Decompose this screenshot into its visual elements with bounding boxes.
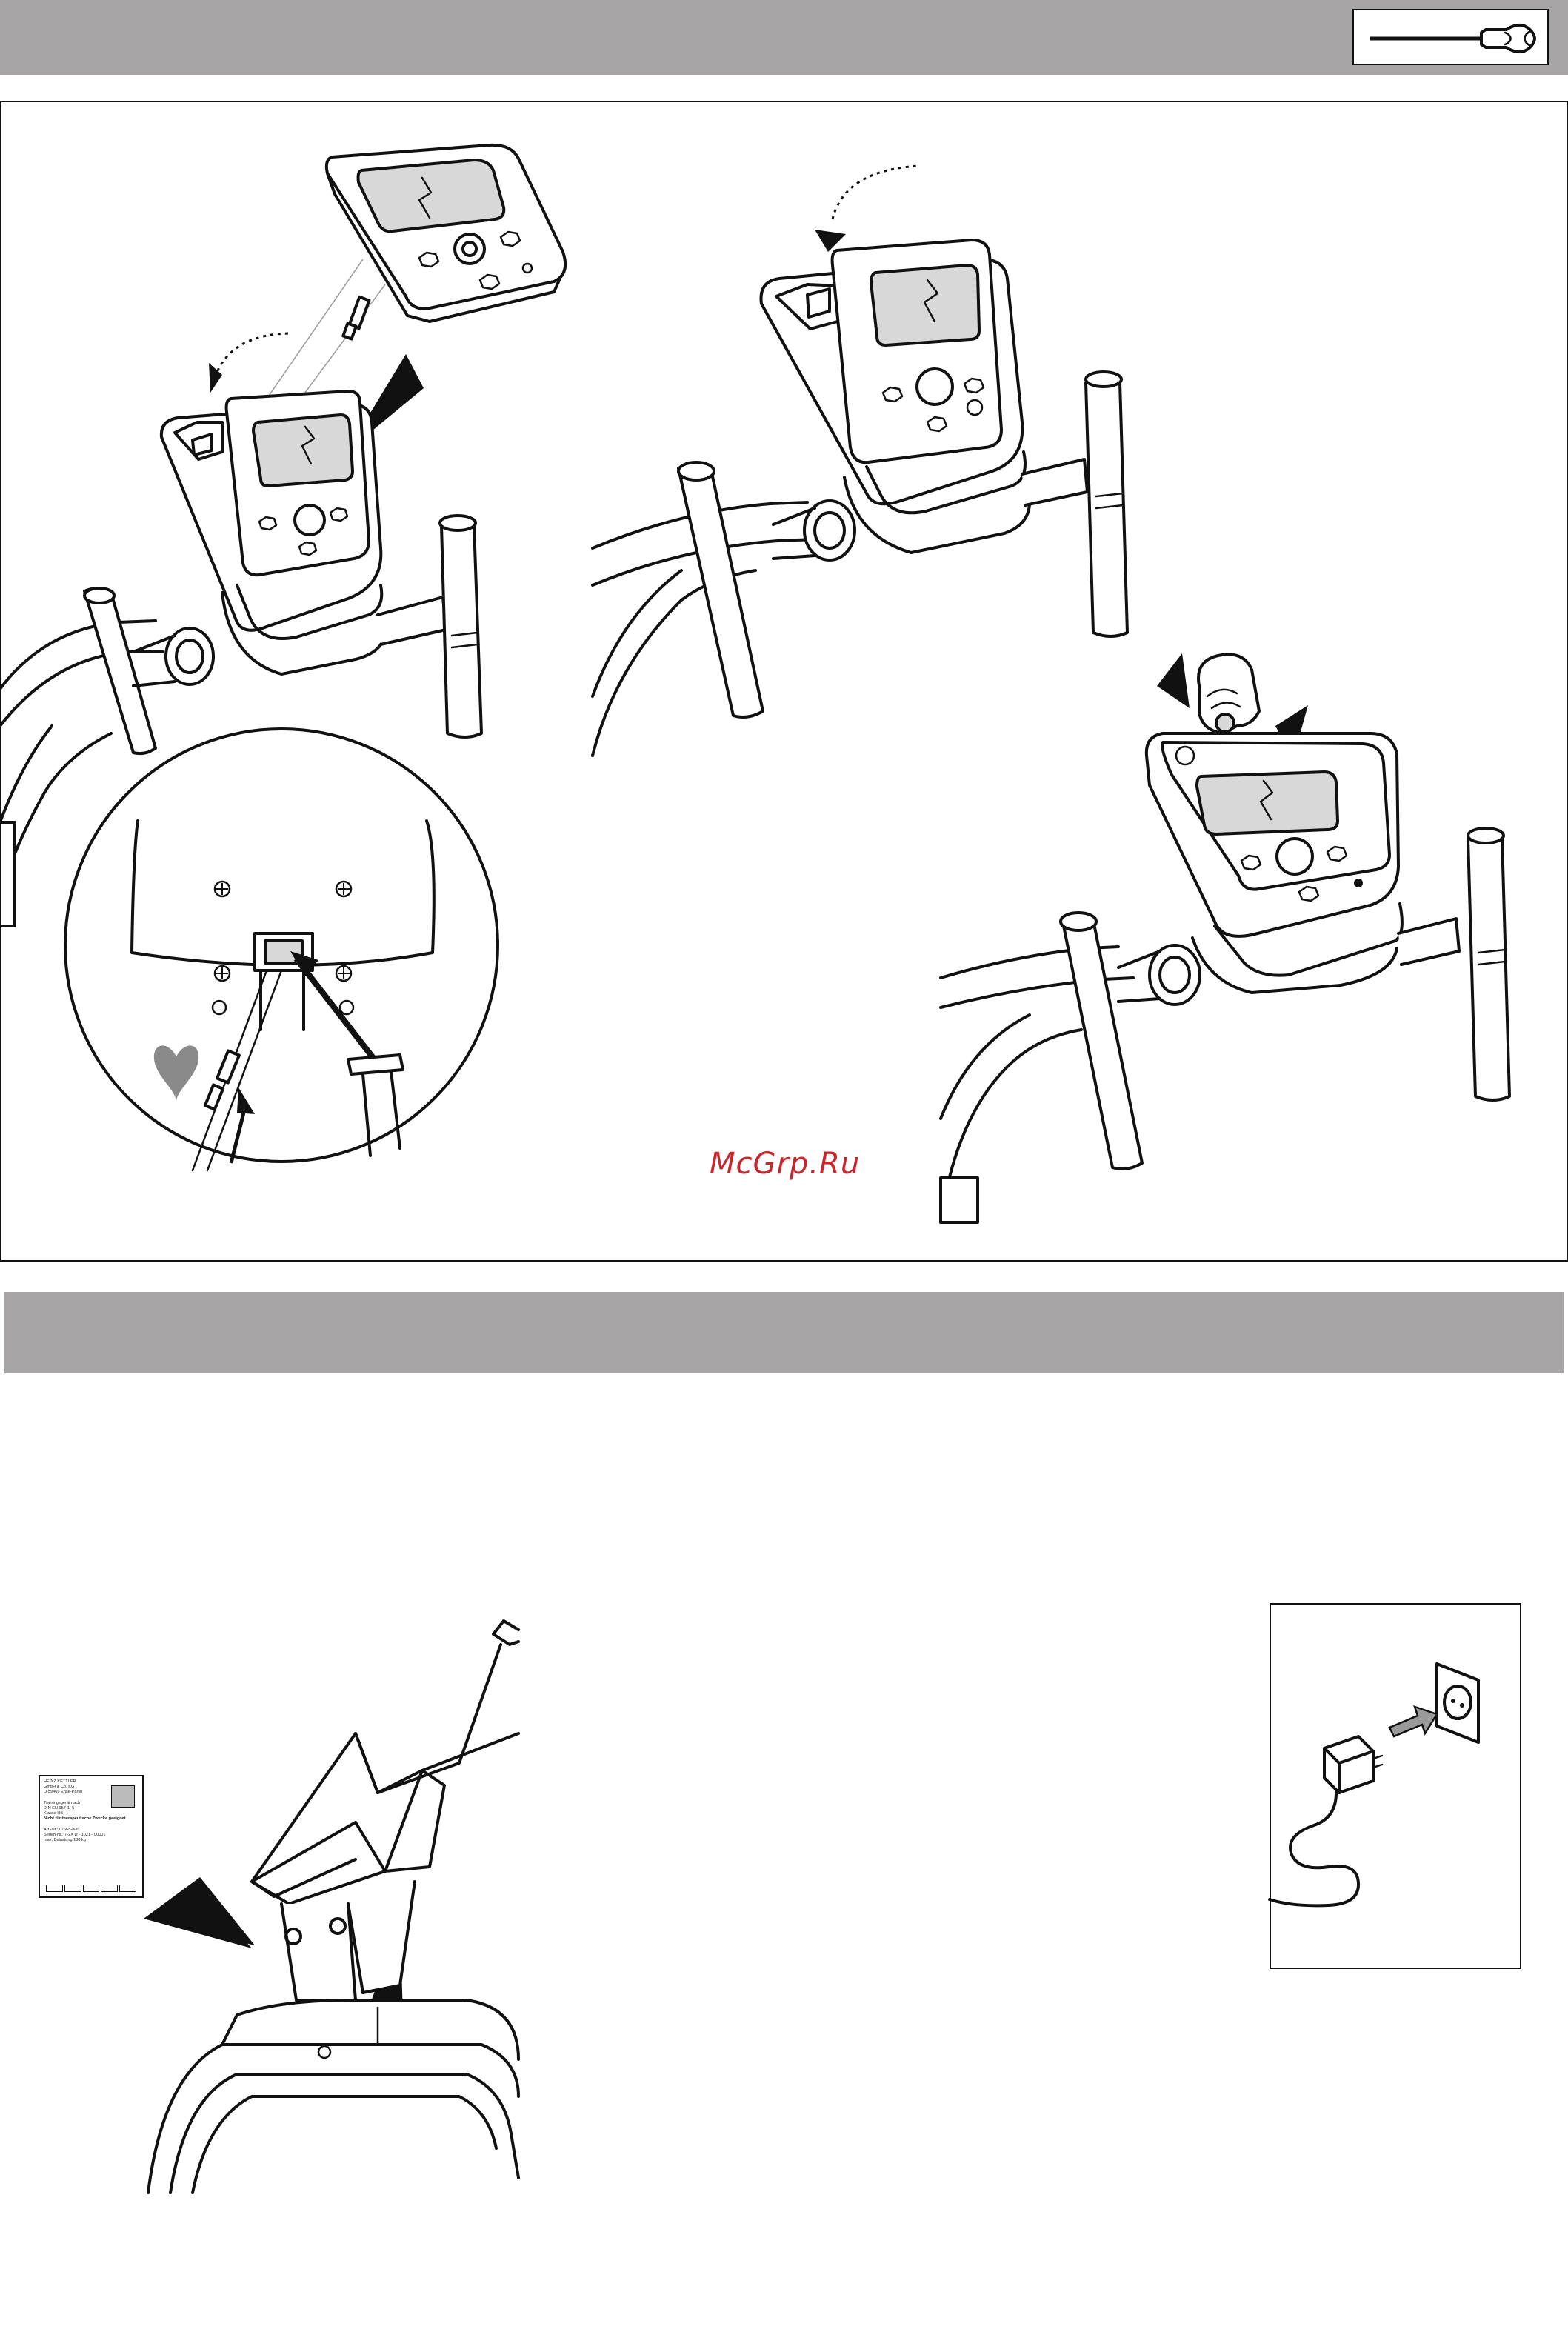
section-header-bar bbox=[4, 1292, 1564, 1373]
type-label-line bbox=[44, 1822, 139, 1828]
handlebar-right bbox=[378, 516, 481, 737]
handlebar-right bbox=[1022, 372, 1127, 636]
type-label-line: max. Belastung 130 kg bbox=[44, 1838, 139, 1843]
tool-indicator bbox=[1352, 9, 1549, 65]
zoom-detail-connector bbox=[65, 729, 498, 1170]
header-bar bbox=[0, 0, 1568, 75]
wall-socket-icon bbox=[1437, 1664, 1478, 1742]
handlebar-right bbox=[1398, 828, 1509, 1100]
handlebar-left bbox=[941, 913, 1200, 1222]
power-adapter-icon bbox=[1270, 1736, 1382, 1905]
hand-icon bbox=[1198, 654, 1259, 733]
illustration-type-label-location bbox=[133, 1615, 518, 2193]
illustration-power-connection bbox=[1270, 1603, 1521, 1969]
illustration-console-press bbox=[941, 644, 1533, 1222]
type-label-line: HEINZ KETTLER bbox=[44, 1779, 139, 1785]
handlebar-left bbox=[593, 462, 855, 756]
type-label: HEINZ KETTLER GmbH & Co. KG D-59469 Ense… bbox=[39, 1775, 144, 1898]
type-label-line: Klasse HB bbox=[44, 1811, 139, 1816]
console-housing bbox=[761, 240, 1030, 553]
watermark: McGrp.Ru bbox=[710, 1147, 902, 1181]
type-label-boxes bbox=[46, 1885, 136, 1892]
screwdriver-icon bbox=[1354, 10, 1550, 67]
kettler-logo bbox=[111, 1785, 135, 1808]
type-label-line: Serien-Nr.: T-2X D - 1021 - 00001 bbox=[44, 1833, 139, 1838]
type-label-line: Art.-Nr.: 07665-800 bbox=[44, 1828, 139, 1833]
illustration-console-mounting bbox=[0, 141, 563, 1252]
type-label-line: Nicht für therapeutische Zwecke geeignet bbox=[44, 1816, 139, 1822]
